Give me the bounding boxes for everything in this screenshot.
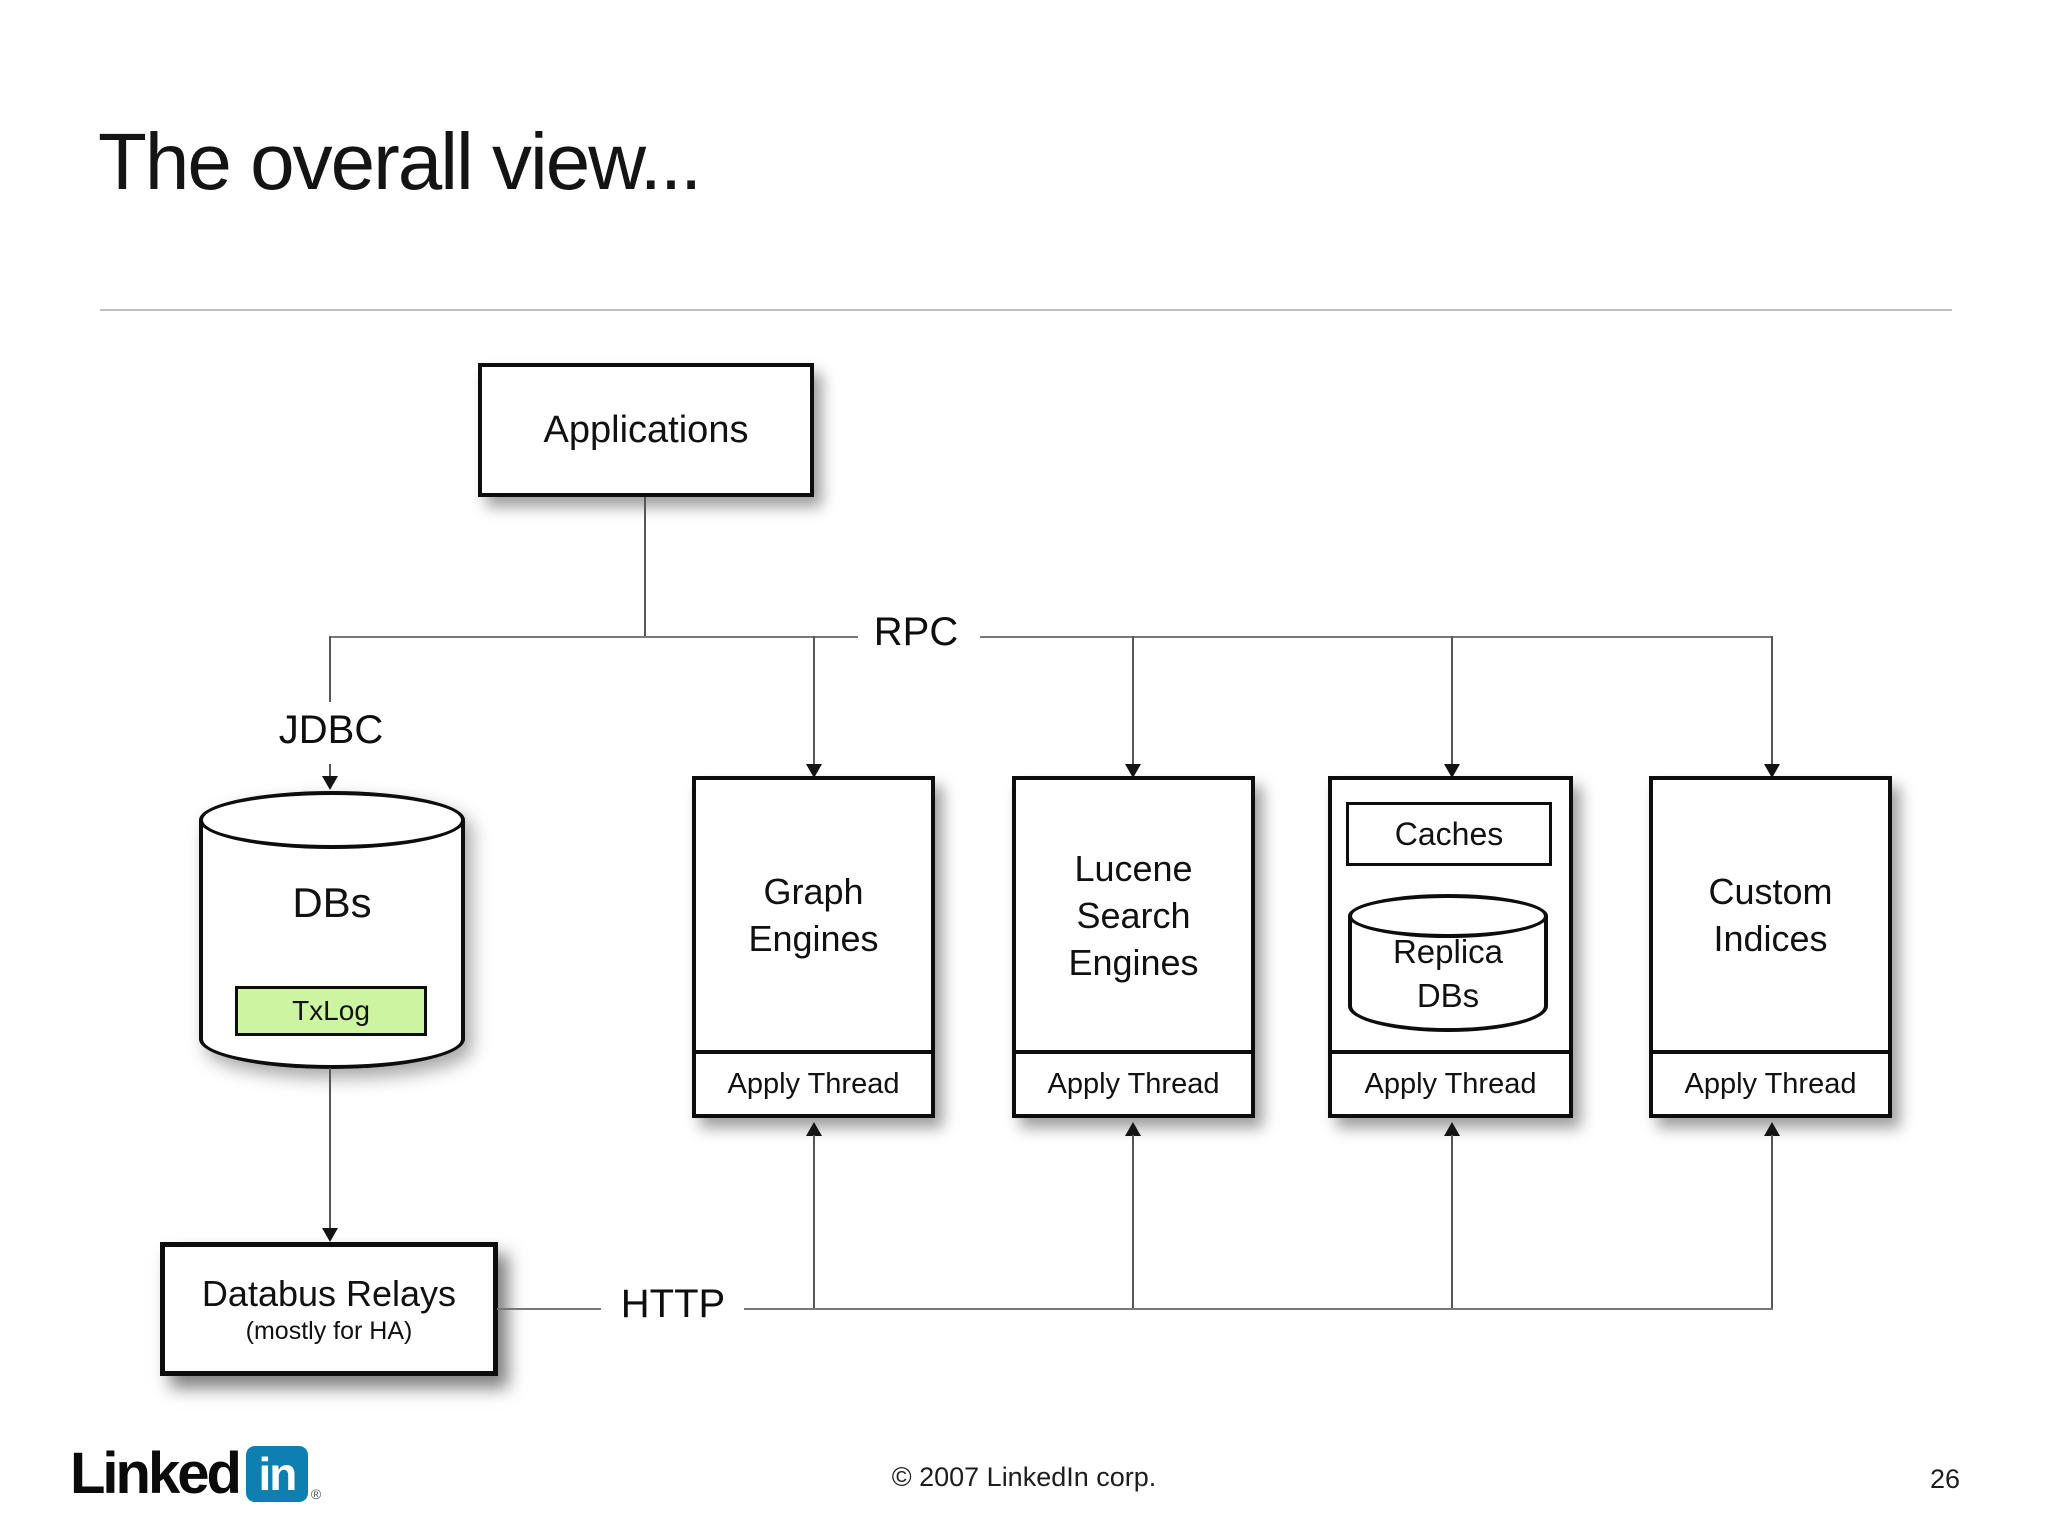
http-rise-custom <box>1771 1135 1773 1308</box>
databus-sublabel: (mostly for HA) <box>245 1317 413 1345</box>
node-databus-relays: Databus Relays (mostly for HA) <box>160 1242 498 1376</box>
graph-engines-line1: Graph <box>763 871 864 912</box>
databus-label: Databus Relays <box>201 1273 457 1314</box>
rpc-drop-custom <box>1771 636 1773 765</box>
applications-drop-line <box>644 497 646 638</box>
linkedin-logo-badge-icon: in <box>245 1446 308 1502</box>
node-lucene-search-engines: Lucene Search Engines Apply Thread <box>1012 776 1255 1118</box>
applications-label: Applications <box>543 408 749 451</box>
lucene-line1: Lucene <box>1074 847 1193 889</box>
lucene-line2: Search <box>1076 894 1191 936</box>
custom-indices-line2: Indices <box>1713 918 1828 959</box>
rpc-label: RPC <box>873 610 959 654</box>
linkedin-logo-word: Linked <box>70 1441 242 1506</box>
rpc-line-right <box>980 636 1773 638</box>
dbs-label: DBs <box>292 879 372 926</box>
http-rise-caches <box>1451 1135 1453 1308</box>
txlog-box: TxLog <box>235 986 427 1036</box>
custom-indices-line1: Custom <box>1708 871 1833 912</box>
rpc-arrow-custom-icon <box>1764 764 1780 778</box>
jdbc-label: JDBC <box>278 708 384 752</box>
caches-apply-thread: Apply Thread <box>1332 1050 1569 1114</box>
http-arrow-caches-icon <box>1444 1122 1460 1136</box>
jdbc-line-lower <box>329 764 331 778</box>
http-line-right <box>744 1308 1773 1310</box>
http-line-left <box>497 1308 601 1310</box>
http-arrow-custom-icon <box>1764 1122 1780 1136</box>
custom-apply-thread: Apply Thread <box>1653 1050 1888 1114</box>
jdbc-arrowhead-icon <box>322 776 338 790</box>
custom-indices-label: Custom Indices <box>1653 780 1888 1050</box>
node-caches-replica: Caches Replica DBs Apply Thread <box>1328 776 1573 1118</box>
databus-labels: Databus Relays (mostly for HA) <box>165 1247 493 1371</box>
dbs-cylinder: DBs TxLog <box>199 791 465 1069</box>
copyright-text: © 2007 LinkedIn corp. <box>891 1462 1157 1492</box>
title-divider <box>100 309 1952 311</box>
dbs-databus-arrowhead-icon <box>322 1228 338 1242</box>
graph-engines-line2: Engines <box>748 918 879 959</box>
node-graph-engines: Graph Engines Apply Thread <box>692 776 935 1118</box>
http-arrow-graph-icon <box>806 1122 822 1136</box>
replica-cylinder-top <box>1348 894 1548 938</box>
graph-apply-thread: Apply Thread <box>696 1050 931 1114</box>
graph-engines-label: Graph Engines <box>696 780 931 1050</box>
http-label: HTTP <box>620 1282 726 1326</box>
rpc-drop-graph <box>813 636 815 765</box>
rpc-arrow-lucene-icon <box>1125 764 1141 778</box>
node-custom-indices: Custom Indices Apply Thread <box>1649 776 1892 1118</box>
replica-line2: DBs <box>1416 977 1480 1014</box>
lucene-line3: Engines <box>1068 941 1199 983</box>
rpc-line-left <box>329 636 858 638</box>
rpc-drop-lucene <box>1132 636 1134 765</box>
http-arrow-lucene-icon <box>1125 1122 1141 1136</box>
rpc-arrow-caches-icon <box>1444 764 1460 778</box>
registered-mark-icon: ® <box>310 1486 322 1502</box>
rpc-drop-caches <box>1451 636 1453 765</box>
jdbc-line-upper <box>329 636 331 702</box>
replica-line1: Replica <box>1392 933 1504 970</box>
linkedin-logo: Linked in ® <box>70 1441 322 1506</box>
node-applications: Applications <box>478 363 814 497</box>
replica-dbs-cylinder: Replica DBs <box>1348 894 1548 1032</box>
caches-box: Caches <box>1346 802 1552 866</box>
lucene-apply-thread: Apply Thread <box>1016 1050 1251 1114</box>
rpc-arrow-graph-icon <box>806 764 822 778</box>
page-number: 26 <box>1930 1464 1961 1494</box>
lucene-label: Lucene Search Engines <box>1016 780 1251 1050</box>
dbs-cylinder-top <box>199 791 465 849</box>
http-rise-graph <box>813 1135 815 1308</box>
http-rise-lucene <box>1132 1135 1134 1308</box>
replica-dbs-label: Replica DBs <box>1348 930 1548 1018</box>
page-title: The overall view... <box>98 117 702 206</box>
dbs-databus-line <box>329 1068 331 1228</box>
